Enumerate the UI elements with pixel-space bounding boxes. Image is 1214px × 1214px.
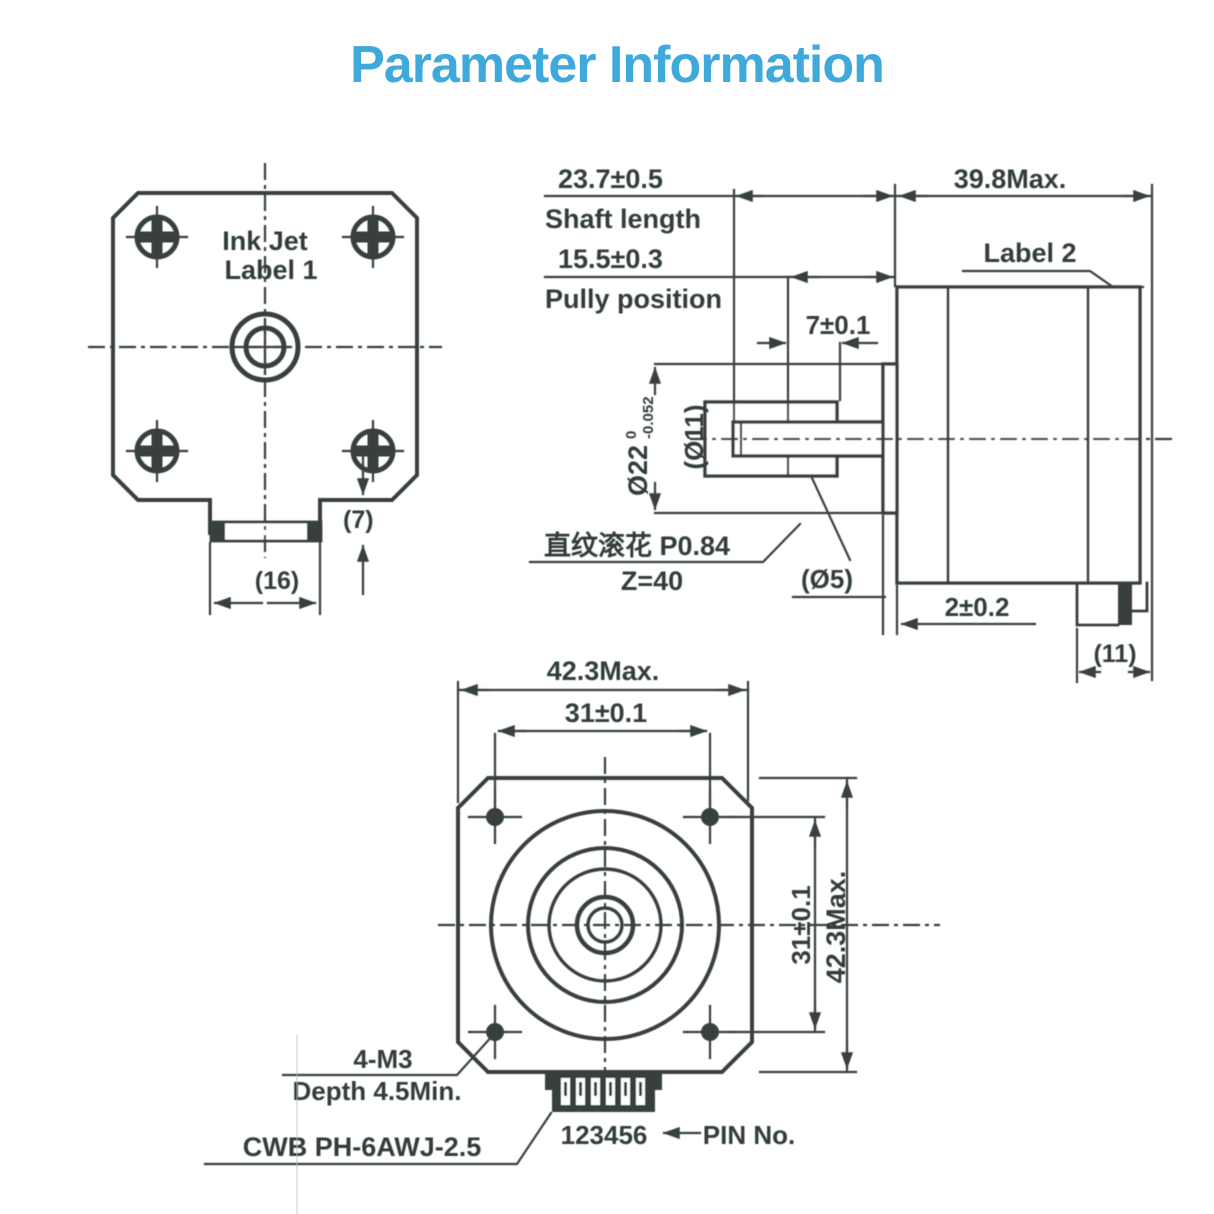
svg-text:31±0.1: 31±0.1	[565, 698, 647, 728]
svg-text:Pully position: Pully position	[545, 284, 722, 314]
screw-hole	[125, 419, 189, 483]
svg-text:-0.052: -0.052	[640, 396, 657, 439]
ink-jet-label-line2: Label 1	[224, 255, 317, 285]
side-body-outline	[895, 285, 1142, 585]
svg-text:123456: 123456	[561, 1120, 648, 1150]
svg-text:31±0.1: 31±0.1	[786, 885, 816, 964]
svg-text:2±0.2: 2±0.2	[945, 592, 1010, 622]
connector-model-callout: CWB PH-6AWJ-2.5	[203, 1111, 553, 1166]
svg-text:PIN No.: PIN No.	[703, 1120, 795, 1150]
svg-text:0: 0	[623, 431, 640, 439]
svg-text:42.3Max.: 42.3Max.	[547, 656, 660, 686]
svg-text:Label 2: Label 2	[983, 238, 1076, 268]
dim-shaft-dia: (Ø5)	[791, 476, 887, 599]
ink-jet-label-line1: Ink Jet	[222, 226, 308, 256]
bottom-face-view: 42.3Max. 31±0.1 31±0.1 42.3Max.	[203, 656, 940, 1166]
bottom-pin-connector	[545, 1072, 662, 1112]
dim-shaft-length: 23.7±0.5 Shaft length	[543, 164, 897, 423]
dim-knurl-width: 7±0.1	[756, 310, 879, 402]
dim-hole-spacing-h: 31±0.1	[493, 698, 712, 812]
svg-text:23.7±0.5: 23.7±0.5	[558, 164, 663, 194]
label2-callout: Label 2	[961, 238, 1145, 289]
screw-hole	[341, 419, 405, 483]
dim-width-max: 42.3Max.	[456, 656, 750, 804]
svg-text:39.8Max.: 39.8Max.	[954, 164, 1067, 194]
front-view: Ink Jet Label 1 (7) (16)	[88, 163, 442, 616]
pin-slots	[561, 1078, 645, 1105]
svg-text:Ø22: Ø22	[623, 445, 653, 496]
front-connector-bar	[209, 520, 323, 543]
svg-text:(11): (11)	[1093, 640, 1136, 668]
dim-boss-dia: Ø22 0 -0.052	[623, 362, 885, 515]
svg-text:4-M3: 4-M3	[353, 1044, 412, 1074]
svg-text:CWB PH-6AWJ-2.5: CWB PH-6AWJ-2.5	[243, 1132, 482, 1162]
side-rear-connector	[1075, 581, 1149, 627]
front-screw-holes	[125, 205, 405, 483]
svg-text:(16): (16)	[255, 567, 299, 595]
dim-hole-spacing-v: 31±0.1	[726, 815, 826, 1034]
dim-height-max: 42.3Max.	[758, 776, 858, 1074]
dim-body-length: 39.8Max.	[895, 164, 1154, 682]
bottom-body-outline	[456, 776, 754, 1074]
svg-text:Shaft length: Shaft length	[545, 204, 701, 234]
screw-spec-callout: 4-M3 Depth 4.5Min.	[281, 1032, 496, 1106]
svg-text:7±0.1: 7±0.1	[806, 310, 871, 340]
page-title: Parameter Information	[350, 36, 884, 94]
pin-number-callout: 123456 PIN No.	[561, 1120, 796, 1150]
svg-text:直纹滚花 P0.84: 直纹滚花 P0.84	[544, 530, 730, 561]
side-view: 23.7±0.5 Shaft length 15.5±0.3 Pully pos…	[528, 164, 1172, 684]
svg-text:Z=40: Z=40	[621, 566, 683, 596]
svg-text:(Ø5): (Ø5)	[801, 564, 853, 594]
dim-rear-connector: (11)	[1075, 627, 1151, 684]
knurl-note: 直纹滚花 P0.84 Z=40	[528, 522, 802, 596]
screw-hole	[341, 205, 405, 269]
dim-connector-width: (16)	[208, 541, 322, 616]
dim-pulley-position: 15.5±0.3 Pully position	[543, 244, 897, 402]
dim-boss-protrusion: 2±0.2	[881, 514, 1037, 636]
svg-text:42.3Max.: 42.3Max.	[821, 871, 851, 984]
svg-text:(7): (7)	[343, 506, 374, 534]
mounting-hole	[467, 1004, 523, 1060]
screw-hole	[125, 205, 189, 269]
dim-pulley-dia: (Ø11)	[679, 404, 709, 469]
svg-text:Depth 4.5Min.: Depth 4.5Min.	[292, 1076, 461, 1106]
dim-connector-height: (7)	[343, 454, 374, 596]
svg-text:15.5±0.3: 15.5±0.3	[558, 244, 663, 274]
